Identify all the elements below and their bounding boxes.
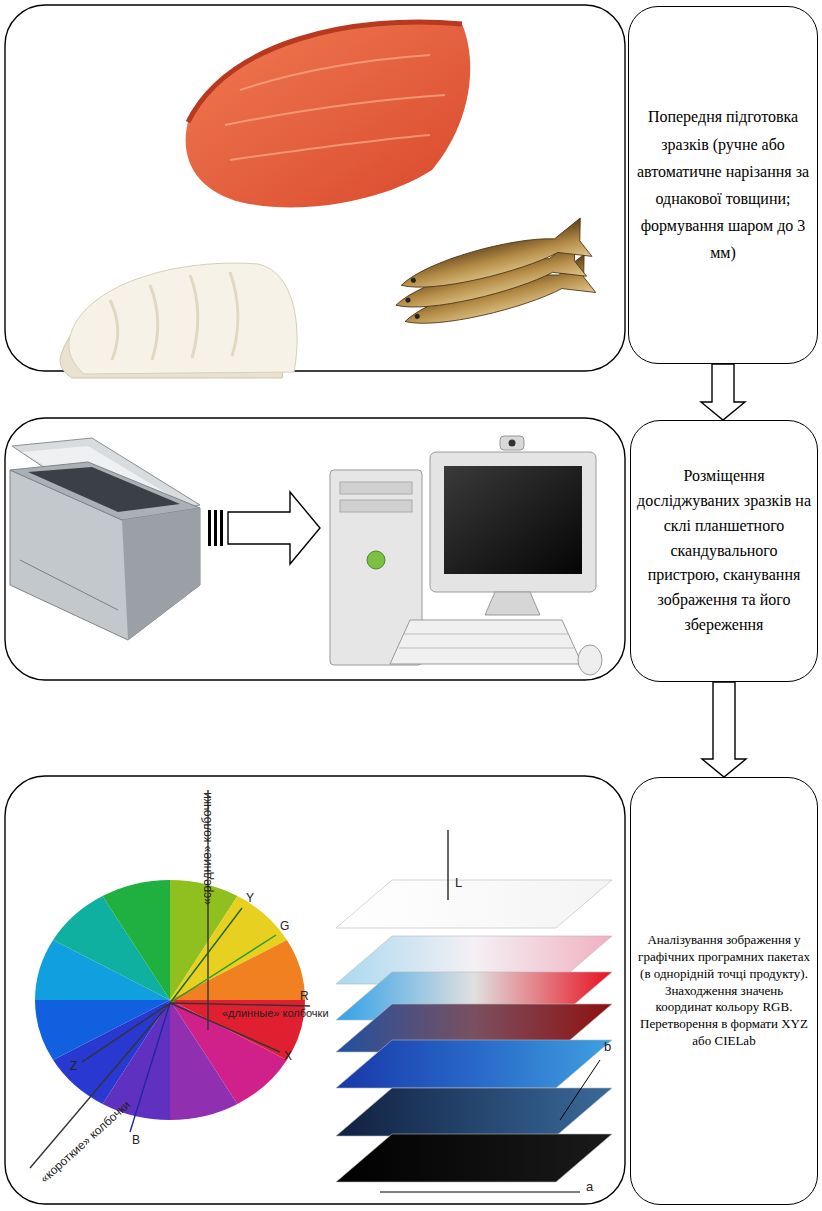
step-text: Попередня підготовка зразків (ручне або … bbox=[635, 103, 811, 266]
step-text: Аналізування зображення у графічних прог… bbox=[637, 932, 811, 1050]
process-box: Попередня підготовка зразків (ручне або … bbox=[628, 6, 818, 364]
axis-label: X bbox=[284, 1050, 292, 1062]
block-arrow bbox=[701, 364, 745, 420]
axis-label: «длинные» колбочки bbox=[222, 1008, 329, 1019]
color-wheel bbox=[35, 880, 305, 1120]
flatbed-scanner bbox=[10, 438, 200, 640]
axis-label: Z bbox=[70, 1060, 77, 1072]
salmon-fillet bbox=[186, 22, 471, 207]
image-frame bbox=[5, 418, 625, 680]
axis-label: L bbox=[455, 876, 462, 889]
step-text: Розміщення досліджуваних зразків на склі… bbox=[637, 464, 811, 638]
process-box: Аналізування зображення у графічних прог… bbox=[630, 777, 818, 1205]
block-arrow bbox=[702, 682, 746, 777]
image-frame bbox=[5, 776, 625, 1204]
axis-label: B bbox=[132, 1134, 140, 1146]
axis-label: R bbox=[300, 990, 309, 1002]
sprats bbox=[386, 218, 600, 341]
desktop-computer bbox=[330, 436, 602, 675]
cod-fillet bbox=[60, 263, 297, 378]
axis-label: «средние» колбочки bbox=[201, 792, 213, 905]
axis-label: Y bbox=[246, 892, 254, 904]
lab-planes bbox=[336, 830, 612, 1192]
axis-label: b bbox=[604, 1040, 611, 1053]
process-box: Розміщення досліджуваних зразків на склі… bbox=[630, 420, 818, 682]
axes bbox=[30, 790, 310, 1168]
axis-label: a bbox=[586, 1180, 593, 1193]
block-arrow bbox=[208, 492, 320, 564]
axis-label: G bbox=[280, 920, 289, 932]
